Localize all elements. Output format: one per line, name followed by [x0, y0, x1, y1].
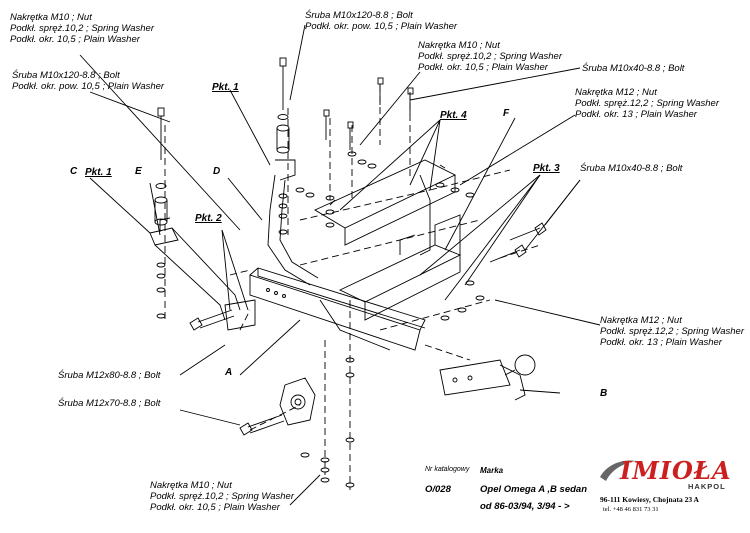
curved-bracket [267, 159, 319, 286]
nut-m12-bottom-label: Nakrętka M12 ; Nut Podkł. spręż.12,2 ; S… [600, 315, 744, 348]
tag-f: F [503, 108, 510, 119]
left-bracket [149, 217, 256, 331]
bolt-m10x40-mid-label: Śruba M10x40-8.8 ; Bolt [580, 163, 683, 174]
nut-m10-top-left-label: Nakrętka M10 ; Nut Podkł. spręż.10,2 ; S… [10, 12, 154, 45]
tag-c: C [70, 166, 78, 177]
tag-e: E [135, 166, 142, 177]
tag-pkt2: Pkt. 2 [195, 213, 222, 224]
tag-d: D [213, 166, 221, 177]
right-bracket [338, 214, 462, 321]
leader-lines [79, 24, 601, 506]
main-crossbar [249, 267, 426, 351]
company-logo-sub: HAKPOL [688, 482, 726, 491]
socket-plate [279, 377, 316, 426]
production-years: od 86-03/94, 3/94 - > [480, 501, 570, 512]
vehicle-model: Opel Omega A ,B sedan [480, 484, 587, 495]
company-phone: tel. +48 46 831 73 31 [603, 506, 659, 513]
bolts [157, 57, 547, 436]
logo-swoosh-icon [600, 460, 636, 481]
catalog-number: O/028 [425, 484, 451, 495]
catalog-caption: Nr katalogowy [425, 466, 470, 473]
nut-m12-top-label: Nakrętka M12 ; Nut Podkł. spręż.12,2 ; S… [575, 87, 719, 120]
assembly-lines [164, 85, 541, 490]
spacer-tubes [154, 124, 290, 226]
tow-ball [439, 354, 536, 401]
brand-caption: Marka [480, 466, 504, 475]
washers-and-nuts [155, 114, 485, 488]
bolt-m10x120-top-label: Śruba M10x120-8.8 ; Bolt Podkł. okr. pow… [305, 10, 458, 32]
tag-pkt4: Pkt. 4 [440, 110, 467, 121]
bolt-m10x120-left-label: Śruba M10x120-8.8 ; Bolt Podkł. okr. pow… [12, 70, 165, 92]
bolt-m12x70-label: Śruba M12x70-8.8 ; Bolt [58, 398, 161, 409]
nut-m10-center-label: Nakrętka M10 ; Nut Podkł. spręż.10,2 ; S… [418, 40, 562, 73]
top-plate [314, 159, 457, 256]
company-address: 96-111 Kowiesy, Chojnata 23 A [600, 495, 699, 504]
tag-pkt1-left: Pkt. 1 [85, 167, 112, 178]
tag-a: A [225, 367, 233, 378]
bolt-m10x40-top-label: Śruba M10x40-8.8 ; Bolt [582, 63, 685, 74]
tag-pkt3: Pkt. 3 [533, 163, 560, 174]
tag-b: B [600, 388, 608, 399]
nut-m10-bottom-label: Nakrętka M10 ; Nut Podkł. spręż.10,2 ; S… [150, 480, 294, 513]
company-logo: IMIOŁA [620, 456, 732, 485]
tag-pkt1-top: Pkt. 1 [212, 82, 239, 93]
bolt-m12x80-label: Śruba M12x80-8.8 ; Bolt [58, 370, 161, 381]
